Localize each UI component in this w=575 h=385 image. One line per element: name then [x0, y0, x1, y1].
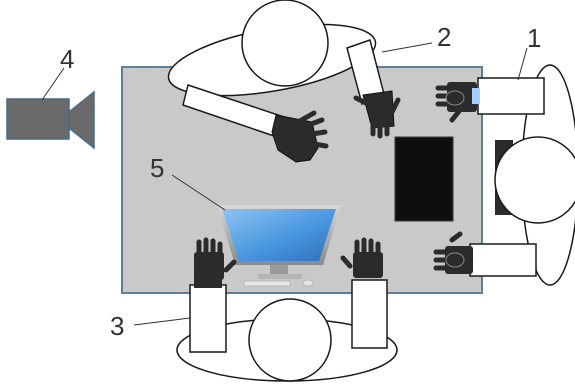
glove-icon [433, 231, 473, 274]
glove-icon [271, 110, 329, 163]
label-person-bottom: 3 [110, 311, 124, 341]
person-bottom [176, 237, 398, 382]
label-camera: 4 [60, 44, 74, 74]
label-monitor: 5 [150, 153, 164, 183]
glove-icon [340, 237, 383, 278]
leader-line-3 [133, 317, 191, 326]
person-top [167, 0, 401, 163]
leader-line-2 [381, 42, 433, 53]
label-person-right: 1 [527, 23, 541, 53]
label-person-top: 2 [437, 22, 451, 52]
leader-line-1 [517, 47, 528, 81]
glove-icon [353, 90, 401, 139]
leader-line-5 [171, 174, 226, 211]
leader-line-4 [41, 67, 65, 101]
video-camera-icon [6, 90, 95, 150]
glove-icon [435, 82, 480, 123]
display-panel-icon [394, 136, 454, 222]
desktop-monitor-icon [217, 205, 341, 287]
glove-icon [194, 237, 237, 280]
person-right [433, 64, 575, 286]
